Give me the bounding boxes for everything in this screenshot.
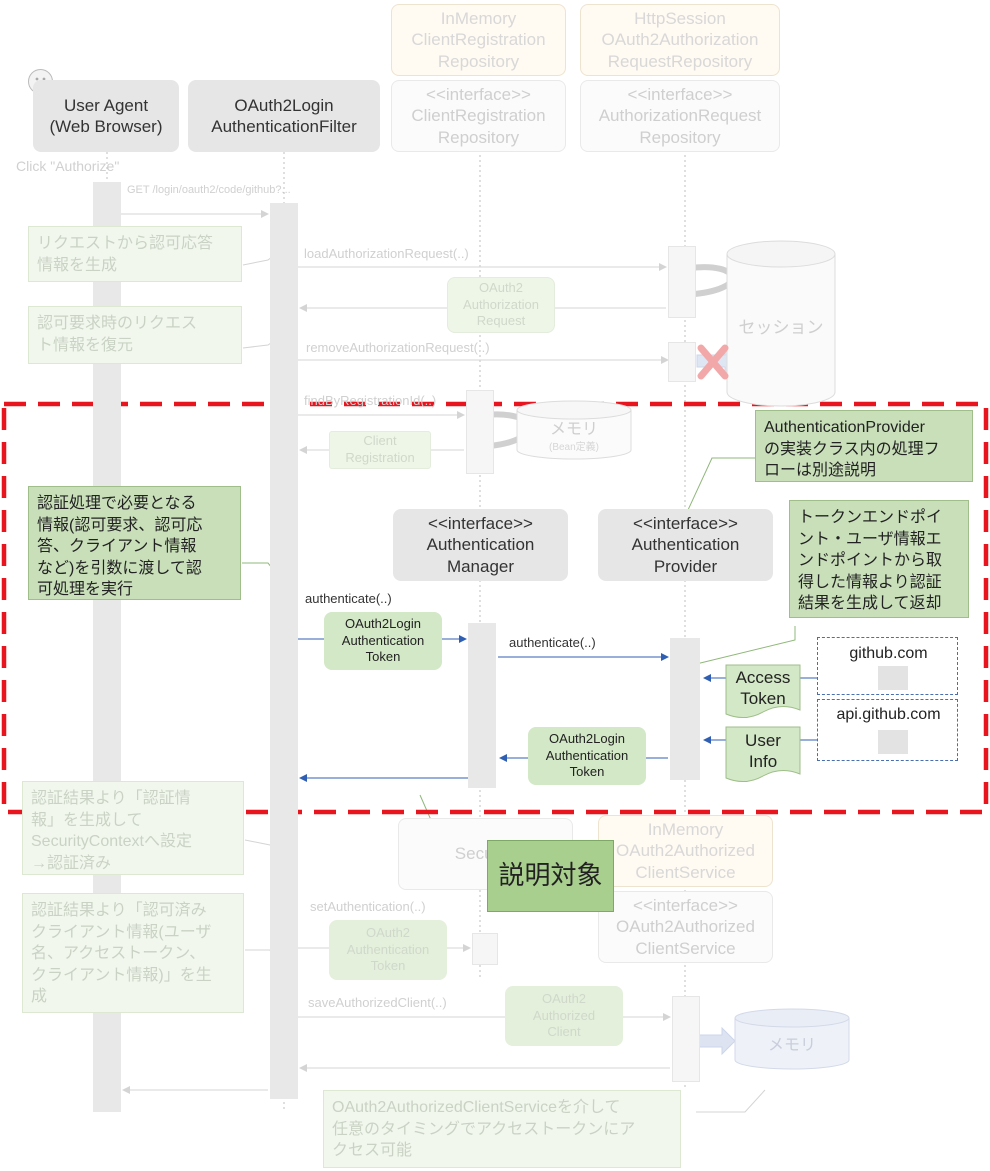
participant-session-request-repo: HttpSession OAuth2Authorization RequestR… <box>580 4 780 76</box>
github-service-box: github.com <box>817 637 958 695</box>
activation-manager <box>468 623 496 788</box>
note-token-endpoint: トークンエンドポイ ント・ユーザ情報エ ンドポイントから取 得した情報より認証 … <box>789 500 969 618</box>
activation-authorized-client-service <box>672 996 700 1082</box>
delete-cross-icon <box>697 342 729 382</box>
participant-inmemory-client-repo: InMemory ClientRegistration Repository <box>391 4 566 76</box>
memory-store-authorized: メモリ <box>734 1008 850 1070</box>
api-github-service-label: api.github.com <box>836 706 941 723</box>
activation-session-repo-1 <box>668 246 696 318</box>
activation-provider <box>670 638 700 780</box>
access-token-document: Access Token <box>725 664 801 720</box>
note-focus-target: 説明対象 <box>487 840 614 912</box>
participant-user-agent: User Agent (Web Browser) <box>33 80 179 152</box>
token-authorized-client: OAuth2 Authorized Client <box>505 986 623 1046</box>
participant-authorized-client-service-interface: <<interface>> OAuth2Authorized ClientSer… <box>598 891 773 963</box>
user-info-document: User Info <box>725 726 801 784</box>
participant-login-filter: OAuth2Login AuthenticationFilter <box>188 80 380 152</box>
user-info-label: User Info <box>745 730 781 771</box>
access-token-label: Access Token <box>735 667 791 708</box>
message-get-callback: GET /login/oauth2/code/github?... <box>127 184 291 196</box>
message-set-authentication: setAuthentication(..) <box>310 899 426 914</box>
message-find-by-registration-id: findByRegistrationId(..) <box>304 393 437 408</box>
session-store: セッション <box>726 240 836 408</box>
memory-store-bean-sublabel: (Bean定義) <box>548 441 599 453</box>
memory-store-bean-label: メモリ <box>549 421 598 438</box>
participant-client-repo-interface: <<interface>> ClientRegistration Reposit… <box>391 80 566 152</box>
memory-store-bean: メモリ (Bean定義) <box>516 400 632 460</box>
token-client-registration: Client Registration <box>329 431 431 469</box>
token-login-authentication-result: OAuth2Login Authentication Token <box>528 727 646 785</box>
api-github-service-box: api.github.com <box>817 699 958 761</box>
message-authenticate-manager: authenticate(..) <box>305 591 392 606</box>
participant-authentication-provider: <<interface>> Authentication Provider <box>598 509 773 581</box>
note-authorized-client: 認証結果より「認可済み クライアント情報(ユーザ 名、アクセストークン、 クライ… <box>22 893 244 1013</box>
activation-filter <box>270 203 298 1099</box>
note-provider-flow: AuthenticationProvider の実装クラス内の処理フ ローは別途… <box>755 410 973 482</box>
github-endpoint <box>878 666 908 690</box>
note-create-response: リクエストから認可応答 情報を生成 <box>28 226 242 282</box>
message-click-authorize: Click "Authorize" <box>16 158 120 174</box>
token-login-authentication-request: OAuth2Login Authentication Token <box>324 612 442 670</box>
message-load-authorization-request: loadAuthorizationRequest(..) <box>304 246 469 261</box>
note-restore-request: 認可要求時のリクエス ト情報を復元 <box>28 306 242 364</box>
memory-store-authorized-label: メモリ <box>767 1037 816 1054</box>
session-store-label: セッション <box>738 317 824 337</box>
note-execute-authentication: 認証処理で必要となる 情報(認可要求、認可応 答、クライアント情報 など)を引数… <box>28 486 241 600</box>
note-authorized-client-service: OAuth2AuthorizedClientServiceを介して 任意のタイミ… <box>323 1090 681 1168</box>
api-github-endpoint <box>878 730 908 754</box>
token-oauth2-authentication: OAuth2 Authentication Token <box>329 920 447 980</box>
token-authorization-request: OAuth2 Authorization Request <box>447 277 555 333</box>
participant-inmemory-authorized-client-service: InMemory OAuth2Authorized ClientService <box>598 815 773 887</box>
activation-client-repo <box>466 390 494 474</box>
note-security-context: 認証結果より「認証情 報」を生成して SecurityContextへ設定 →認… <box>22 781 244 875</box>
activation-security-context <box>472 933 498 965</box>
message-authenticate-provider: authenticate(..) <box>509 635 596 650</box>
activation-session-repo-2 <box>668 342 696 382</box>
message-remove-authorization-request: removeAuthorizationRequest(..) <box>306 340 490 355</box>
message-save-authorized-client: saveAuthorizedClient(..) <box>308 995 447 1010</box>
participant-authentication-manager: <<interface>> Authentication Manager <box>393 509 568 581</box>
participant-auth-request-repo-interface: <<interface>> AuthorizationRequest Repos… <box>580 80 780 152</box>
github-service-label: github.com <box>849 645 928 662</box>
